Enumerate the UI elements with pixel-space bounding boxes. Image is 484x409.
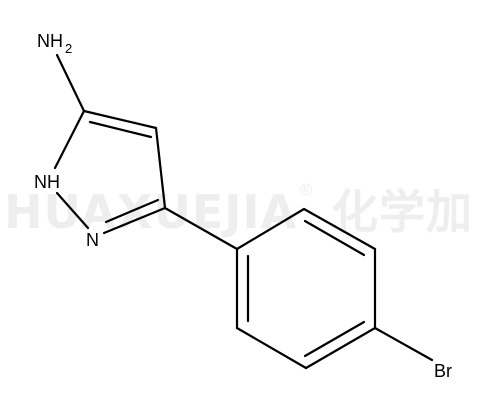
- atom-label-n: N: [86, 230, 99, 250]
- bond-ph4-ph5-outer: [304, 326, 377, 370]
- bond-ph1-ph2: [235, 207, 306, 251]
- amine-label-main: NH: [37, 31, 63, 51]
- bond-ph2-ph3-inner: [303, 219, 366, 257]
- bond-c3-n2-inner: [104, 198, 160, 224]
- amine-label-subscript: 2: [65, 41, 72, 56]
- watermark-text: HUAXUEJIA: [4, 185, 297, 239]
- atom-label-nh: NH: [34, 172, 60, 192]
- watermark-registered-mark: ®: [298, 180, 314, 199]
- bond-c5-nh2: [55, 53, 86, 113]
- bond-ph4-br: [373, 326, 434, 362]
- bond-ph2-ph3-outer: [302, 207, 377, 251]
- watermark: HUAXUEJIA ® 化学加: [4, 180, 473, 239]
- watermark-chinese-text: 化学加: [332, 185, 473, 239]
- pyrazole-ring: [53, 109, 167, 235]
- atom-label-amine: NH 2: [37, 31, 72, 56]
- bond-c3-n2-outer: [102, 206, 167, 235]
- bond-c4-c3: [154, 126, 167, 210]
- bond-c3-phenyl: [163, 206, 239, 251]
- bond-n1-c5: [53, 109, 86, 170]
- benzene-ring: [235, 207, 377, 370]
- bond-n2-n1: [55, 191, 90, 230]
- bond-c5-c4-inner: [88, 120, 153, 139]
- bond-c5-c4-outer: [82, 109, 158, 130]
- atom-label-br: Br: [434, 361, 452, 381]
- bond-ph5-ph6: [235, 326, 308, 370]
- bond-ph4-ph5-inner: [303, 320, 366, 358]
